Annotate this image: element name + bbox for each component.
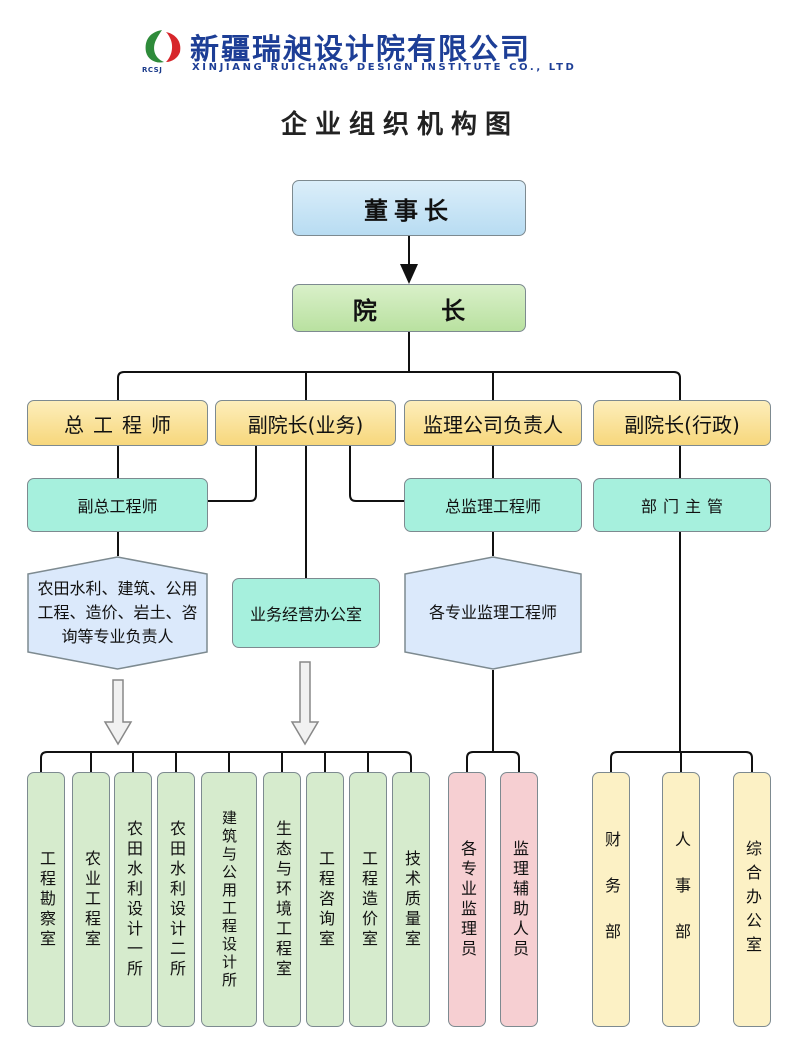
dept-hr: 人事部 <box>662 772 700 1027</box>
president-box: 院 长 <box>292 284 526 332</box>
department-head-box: 部门主管 <box>593 478 771 532</box>
chief-supervising-engineer-box: 总监理工程师 <box>404 478 582 532</box>
supervision-head-box: 监理公司负责人 <box>404 400 582 446</box>
business-office-box: 业务经营办公室 <box>232 578 380 648</box>
dept-consulting: 工程咨询室 <box>306 772 344 1027</box>
vp-admin-box: 副院长(行政) <box>593 400 771 446</box>
dept-supervision-assistants: 监理辅助人员 <box>500 772 538 1027</box>
dept-irrigation-design-2: 农田水利设计二所 <box>157 772 195 1027</box>
dept-irrigation-design-1: 农田水利设计一所 <box>114 772 152 1027</box>
supervising-engineers-text: 各专业监理工程师 <box>428 603 557 622</box>
down-arrow-icon <box>290 661 320 746</box>
company-header: RCSJ 新疆瑞昶设计院有限公司 XINJIANG RUICHANG DESIG… <box>140 26 680 78</box>
company-name-cn: 新疆瑞昶设计院有限公司 <box>190 32 532 66</box>
vp-business-box: 副院长(业务) <box>215 400 396 446</box>
dept-general-office: 综合办公室 <box>733 772 771 1027</box>
page-title: 企业组织机构图 <box>280 110 519 140</box>
deputy-chief-engineer-box: 副总工程师 <box>27 478 208 532</box>
dept-survey-room: 工程勘察室 <box>27 772 65 1027</box>
supervising-engineers-hexagon: 各专业监理工程师 <box>404 556 582 670</box>
down-arrow-icon <box>103 679 133 746</box>
dept-cost: 工程造价室 <box>349 772 387 1027</box>
chief-engineer-box: 总工程师 <box>27 400 208 446</box>
specialty-leads-hexagon: 农田水利、建筑、公用工程、造价、岩土、咨询等专业负责人 <box>27 556 208 670</box>
dept-architecture-design: 建筑与公用工程设计所 <box>201 772 257 1027</box>
dept-supervisors: 各专业监理员 <box>448 772 486 1027</box>
arrow-head <box>400 264 418 284</box>
dept-agri-engineering: 农业工程室 <box>72 772 110 1027</box>
company-name-en: XINJIANG RUICHANG DESIGN INSTITUTE CO., … <box>192 62 577 73</box>
chairman-box: 董事长 <box>292 180 526 236</box>
dept-finance: 财务部 <box>592 772 630 1027</box>
logo-tag: RCSJ <box>142 66 163 74</box>
company-logo: RCSJ <box>140 26 186 76</box>
specialty-leads-text: 农田水利、建筑、公用工程、造价、岩土、咨询等专业负责人 <box>37 579 198 646</box>
dept-ecology-environment: 生态与环境工程室 <box>263 772 301 1027</box>
dept-quality: 技术质量室 <box>392 772 430 1027</box>
